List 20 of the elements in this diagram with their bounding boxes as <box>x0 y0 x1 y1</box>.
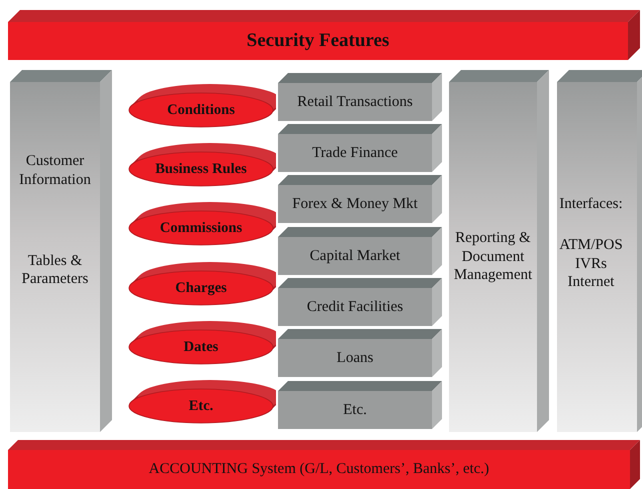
node-label: Reporting & Document Management <box>453 228 533 286</box>
node-label: Charges <box>175 278 227 298</box>
node-label: ATM/POS IVRs Internet <box>558 236 624 292</box>
node-label: Interfaces: <box>559 195 623 214</box>
node-label: Customer Information <box>18 152 92 190</box>
node-label: Credit Facilities <box>306 298 404 316</box>
node-label: ACCOUNTING System (G/L, Customers’, Banks’, etc.) <box>148 460 490 479</box>
node-label: Forex & Money Mkt <box>292 194 418 214</box>
node-label: Trade Finance <box>312 144 398 162</box>
node-label: Etc. <box>343 400 367 420</box>
node-label: Etc. <box>188 396 214 416</box>
node-label: Capital Market <box>310 246 400 266</box>
node-label: Loans <box>336 348 374 368</box>
node-label: Dates <box>184 338 218 356</box>
node-label: Tables & Parameters <box>20 252 90 289</box>
node-label: Conditions <box>167 100 235 120</box>
node-label: Security Features <box>246 29 390 53</box>
node-label: Retail Transactions <box>297 92 413 112</box>
node-label: Commissions <box>160 218 242 238</box>
node-label: Business Rules <box>155 160 247 178</box>
